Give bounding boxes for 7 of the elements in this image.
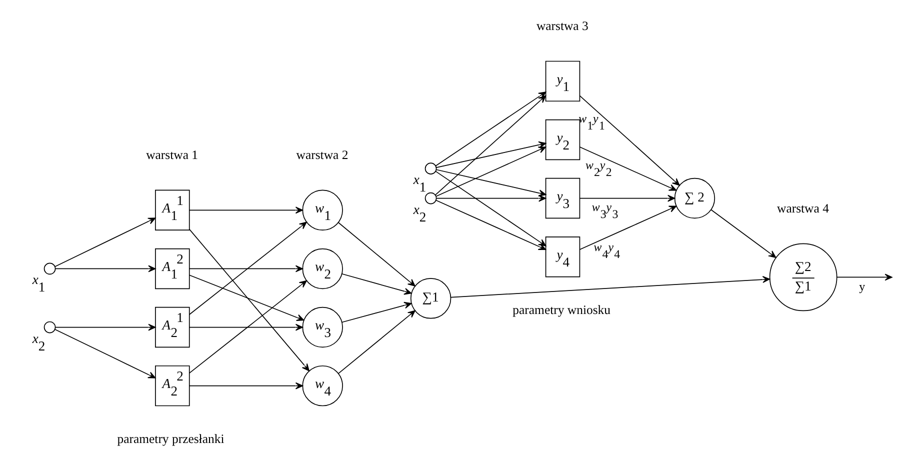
- label: warstwa 4: [776, 201, 828, 216]
- label: warstwa 1: [146, 148, 198, 162]
- label: warstwa 2: [296, 148, 348, 162]
- label: warstwa 3: [536, 18, 588, 33]
- edge-label: y: [858, 280, 865, 294]
- label: parametry wniosku: [512, 303, 610, 318]
- label: parametry przesłanki: [116, 432, 224, 446]
